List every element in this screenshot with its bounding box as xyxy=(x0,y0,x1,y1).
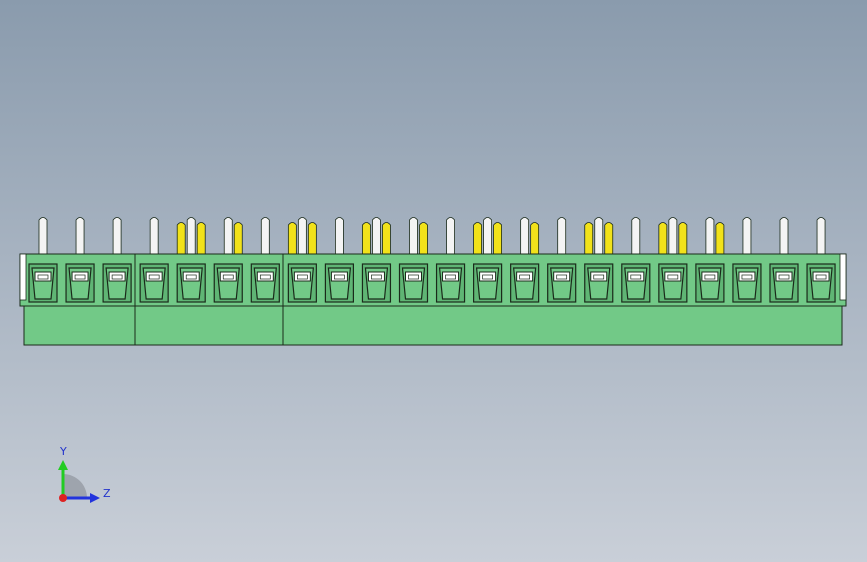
pin-white xyxy=(594,217,604,255)
terminal-screw-slot xyxy=(111,274,123,280)
pin-white xyxy=(297,217,307,255)
terminal-screw-slot xyxy=(445,274,456,280)
pin-white xyxy=(149,217,159,255)
z-axis-arrow xyxy=(90,493,100,503)
axis-triad: Y Z xyxy=(58,445,111,503)
pin-white xyxy=(260,217,270,255)
pin-white xyxy=(557,217,567,255)
pin-yellow xyxy=(473,222,482,255)
terminal-screw-slot xyxy=(482,274,493,280)
y-axis-arrow xyxy=(58,460,68,470)
pin-white xyxy=(520,217,530,255)
pin-white xyxy=(483,217,492,255)
pin-yellow xyxy=(196,222,206,255)
pin-white xyxy=(112,217,122,255)
terminal-screw-slot xyxy=(741,274,753,280)
pin-white xyxy=(186,217,196,255)
pin-yellow xyxy=(307,222,317,255)
terminal-screw-slot xyxy=(778,274,790,280)
terminal-screw-slot xyxy=(371,274,382,280)
terminal-screw-slot xyxy=(704,274,716,280)
y-axis-label: Y xyxy=(59,445,67,458)
pin-yellow xyxy=(176,222,186,255)
pin-yellow xyxy=(584,222,594,255)
terminal-screw-slot xyxy=(667,274,679,280)
triad-quadrant xyxy=(63,474,87,498)
pin-yellow xyxy=(287,222,297,255)
pin-white xyxy=(742,217,752,255)
pin-yellow xyxy=(382,222,391,255)
left-end-flange xyxy=(19,253,27,301)
pin-white xyxy=(446,217,455,255)
pin-white xyxy=(335,217,344,255)
pin-yellow xyxy=(530,222,540,255)
pin-yellow xyxy=(362,222,371,255)
pin-yellow xyxy=(658,222,668,255)
terminal-screw-slot xyxy=(593,274,605,280)
terminal-block-connector[interactable] xyxy=(19,217,847,346)
pin-yellow xyxy=(493,222,502,255)
terminal-screw-slot xyxy=(148,274,160,280)
terminal-screw-slot xyxy=(37,274,49,280)
pin-yellow xyxy=(678,222,688,255)
pin-white xyxy=(779,217,789,255)
pin-white xyxy=(223,217,233,255)
origin-dot xyxy=(59,494,67,502)
pin-white xyxy=(668,217,678,255)
pin-white xyxy=(75,217,85,255)
z-axis-label: Z xyxy=(103,487,111,500)
pin-white xyxy=(705,217,715,255)
terminal-screw-slot xyxy=(185,274,197,280)
terminal-screw-slot xyxy=(519,274,531,280)
terminal-screw-slot xyxy=(334,274,345,280)
pin-white xyxy=(631,217,641,255)
housing-base xyxy=(23,305,843,346)
pin-white xyxy=(409,217,418,255)
pin-yellow xyxy=(233,222,243,255)
terminal-screw-slot xyxy=(556,274,568,280)
terminal-screw-slot xyxy=(74,274,86,280)
terminal-screw-slot xyxy=(259,274,271,280)
terminal-screw-slot xyxy=(297,274,308,280)
terminal-screw-slot xyxy=(408,274,419,280)
pin-yellow xyxy=(419,222,428,255)
pin-white xyxy=(38,217,48,255)
terminal-screw-slot xyxy=(815,274,827,280)
terminal-screw-slot xyxy=(630,274,642,280)
terminal-screw-slot xyxy=(222,274,234,280)
right-end-flange xyxy=(839,253,847,301)
pin-white xyxy=(372,217,381,255)
pin-yellow xyxy=(604,222,614,255)
pin-yellow xyxy=(715,222,725,255)
pin-white xyxy=(816,217,826,255)
